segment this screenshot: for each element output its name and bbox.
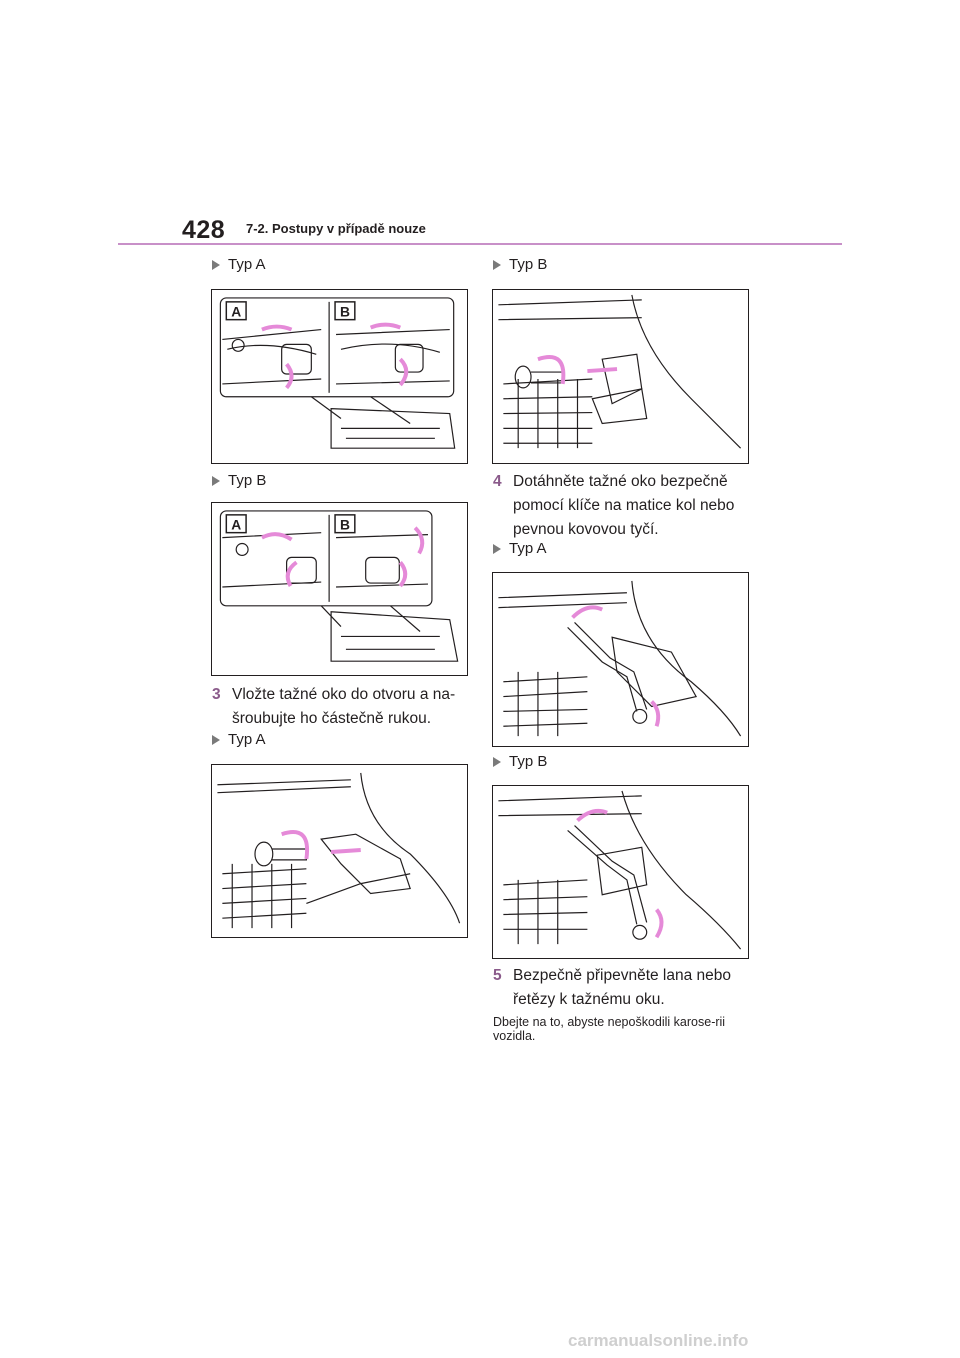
watermark: carmanualsonline.info	[568, 1331, 749, 1350]
header-rule	[118, 243, 842, 245]
figure-cover-removal-typ-a-drawing: A B	[219, 297, 456, 449]
step-3: 3 Vložte tažné oko do otvoru a na- šroub…	[212, 683, 482, 731]
page-number: 428	[182, 216, 226, 244]
triangle-bullet-icon	[212, 259, 220, 270]
figure-insert-eye-typ-b	[492, 289, 749, 464]
step-5-line-2: řetězy k tažnému oku.	[513, 991, 665, 1008]
figure-cover-removal-typ-b-drawing: A B	[219, 510, 459, 662]
step-4-line-1: Dotáhněte tažné oko bezpečně	[513, 473, 728, 490]
subheading-typ-b-right: Typ B	[493, 256, 547, 273]
step-5: 5 Bezpečně připevněte lana nebo řetězy k…	[493, 964, 763, 1012]
step-4-number: 4	[493, 473, 502, 490]
caution-note: Dbejte na to, abyste nepoškodili karose-…	[493, 1015, 726, 1043]
figure-label-a: A	[231, 304, 241, 320]
figure-label-b: B	[340, 304, 350, 320]
triangle-bullet-icon	[212, 475, 220, 486]
step-3-line-2: šroubujte ho částečně rukou.	[232, 710, 432, 727]
figure-insert-eye-typ-b-drawing	[498, 294, 742, 449]
figure-tighten-typ-a	[492, 572, 749, 747]
subheading-typ-a-2: Typ A	[212, 731, 266, 748]
step-4-line-2: pomocí klíče na matice kol nebo	[513, 497, 735, 514]
figure-insert-eye-typ-a	[211, 764, 468, 938]
figure-insert-eye-typ-a-drawing	[217, 772, 461, 929]
step-4: 4 Dotáhněte tažné oko bezpečně pomocí kl…	[493, 470, 763, 542]
triangle-bullet-icon	[493, 756, 501, 767]
figure-tighten-typ-b-drawing	[498, 790, 742, 950]
figure-cover-removal-typ-b: A B	[211, 502, 468, 676]
figure-label-a: A	[231, 517, 241, 533]
triangle-bullet-icon	[493, 543, 501, 554]
step-3-number: 3	[212, 686, 221, 703]
figure-cover-removal-typ-a: A B	[211, 289, 468, 464]
section-title: 7-2. Postupy v případě nouze	[246, 221, 426, 236]
triangle-bullet-icon	[212, 734, 220, 745]
triangle-bullet-icon	[493, 259, 501, 270]
step-5-line-1: Bezpečně připevněte lana nebo	[513, 967, 732, 984]
subheading-typ-b-right-2: Typ B	[493, 753, 547, 770]
figure-tighten-typ-a-drawing	[498, 580, 742, 737]
subheading-typ-b: Typ B	[212, 472, 266, 489]
subheading-typ-a: Typ A	[212, 256, 266, 273]
subheading-typ-a-right: Typ A	[493, 540, 547, 557]
step-4-line-3: pevnou kovovou tyčí.	[513, 521, 659, 538]
step-3-line-1: Vložte tažné oko do otvoru a na-	[232, 686, 456, 703]
figure-label-b: B	[340, 517, 350, 533]
figure-tighten-typ-b	[492, 785, 749, 959]
step-5-number: 5	[493, 967, 502, 984]
